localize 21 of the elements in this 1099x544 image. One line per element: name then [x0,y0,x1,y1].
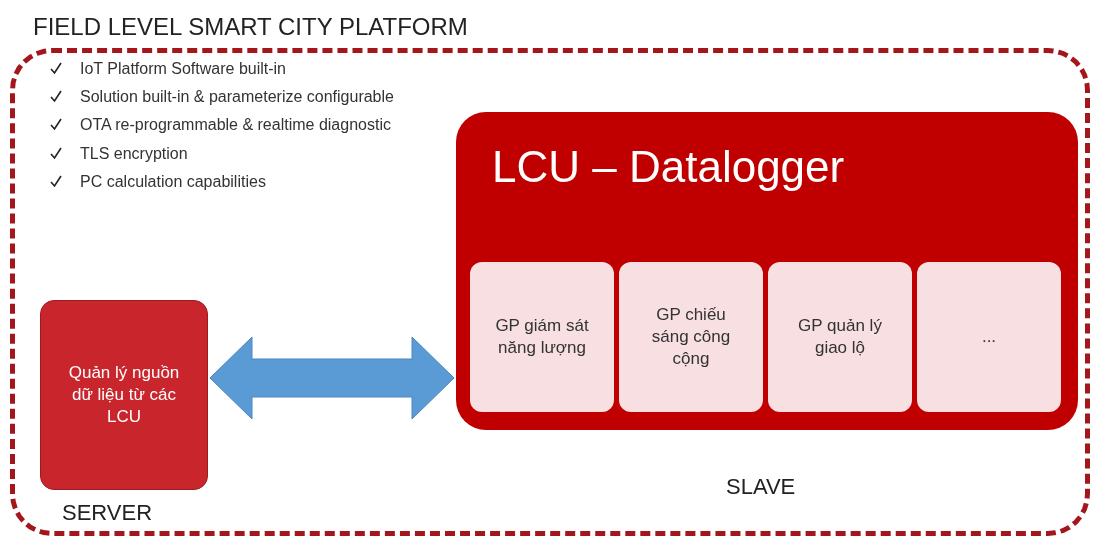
server-box [40,300,208,490]
feature-text: IoT Platform Software built-in [80,59,286,79]
feature-text: OTA re-programmable & realtime diagnostic [80,115,391,136]
node-label: GP chiếu sáng công cộng [650,303,732,371]
container-label: FIELD LEVEL SMART CITY PLATFORM [33,13,468,41]
node-label: ... [980,325,998,348]
feature-text: TLS encryption [80,143,188,164]
feature-text: PC calculation capabilities [80,171,266,192]
node-label: GP quản lý giao lộ [797,314,883,359]
node-caption: SLAVE [726,474,796,500]
double-arrow [209,336,455,420]
module-box [768,262,912,412]
datalogger-panel [456,112,1078,430]
module-box [619,262,763,412]
node-caption: SERVER [62,500,153,526]
module-box [917,262,1061,412]
feature-text: Solution built-in & parameterize configurable [80,87,394,108]
panel-title: LCU – Datalogger [492,142,845,192]
node-label: Quản lý nguồn dữ liệu từ các LCU [67,361,181,429]
node-label: GP giám sát năng lượng [494,314,590,359]
module-box [470,262,614,412]
